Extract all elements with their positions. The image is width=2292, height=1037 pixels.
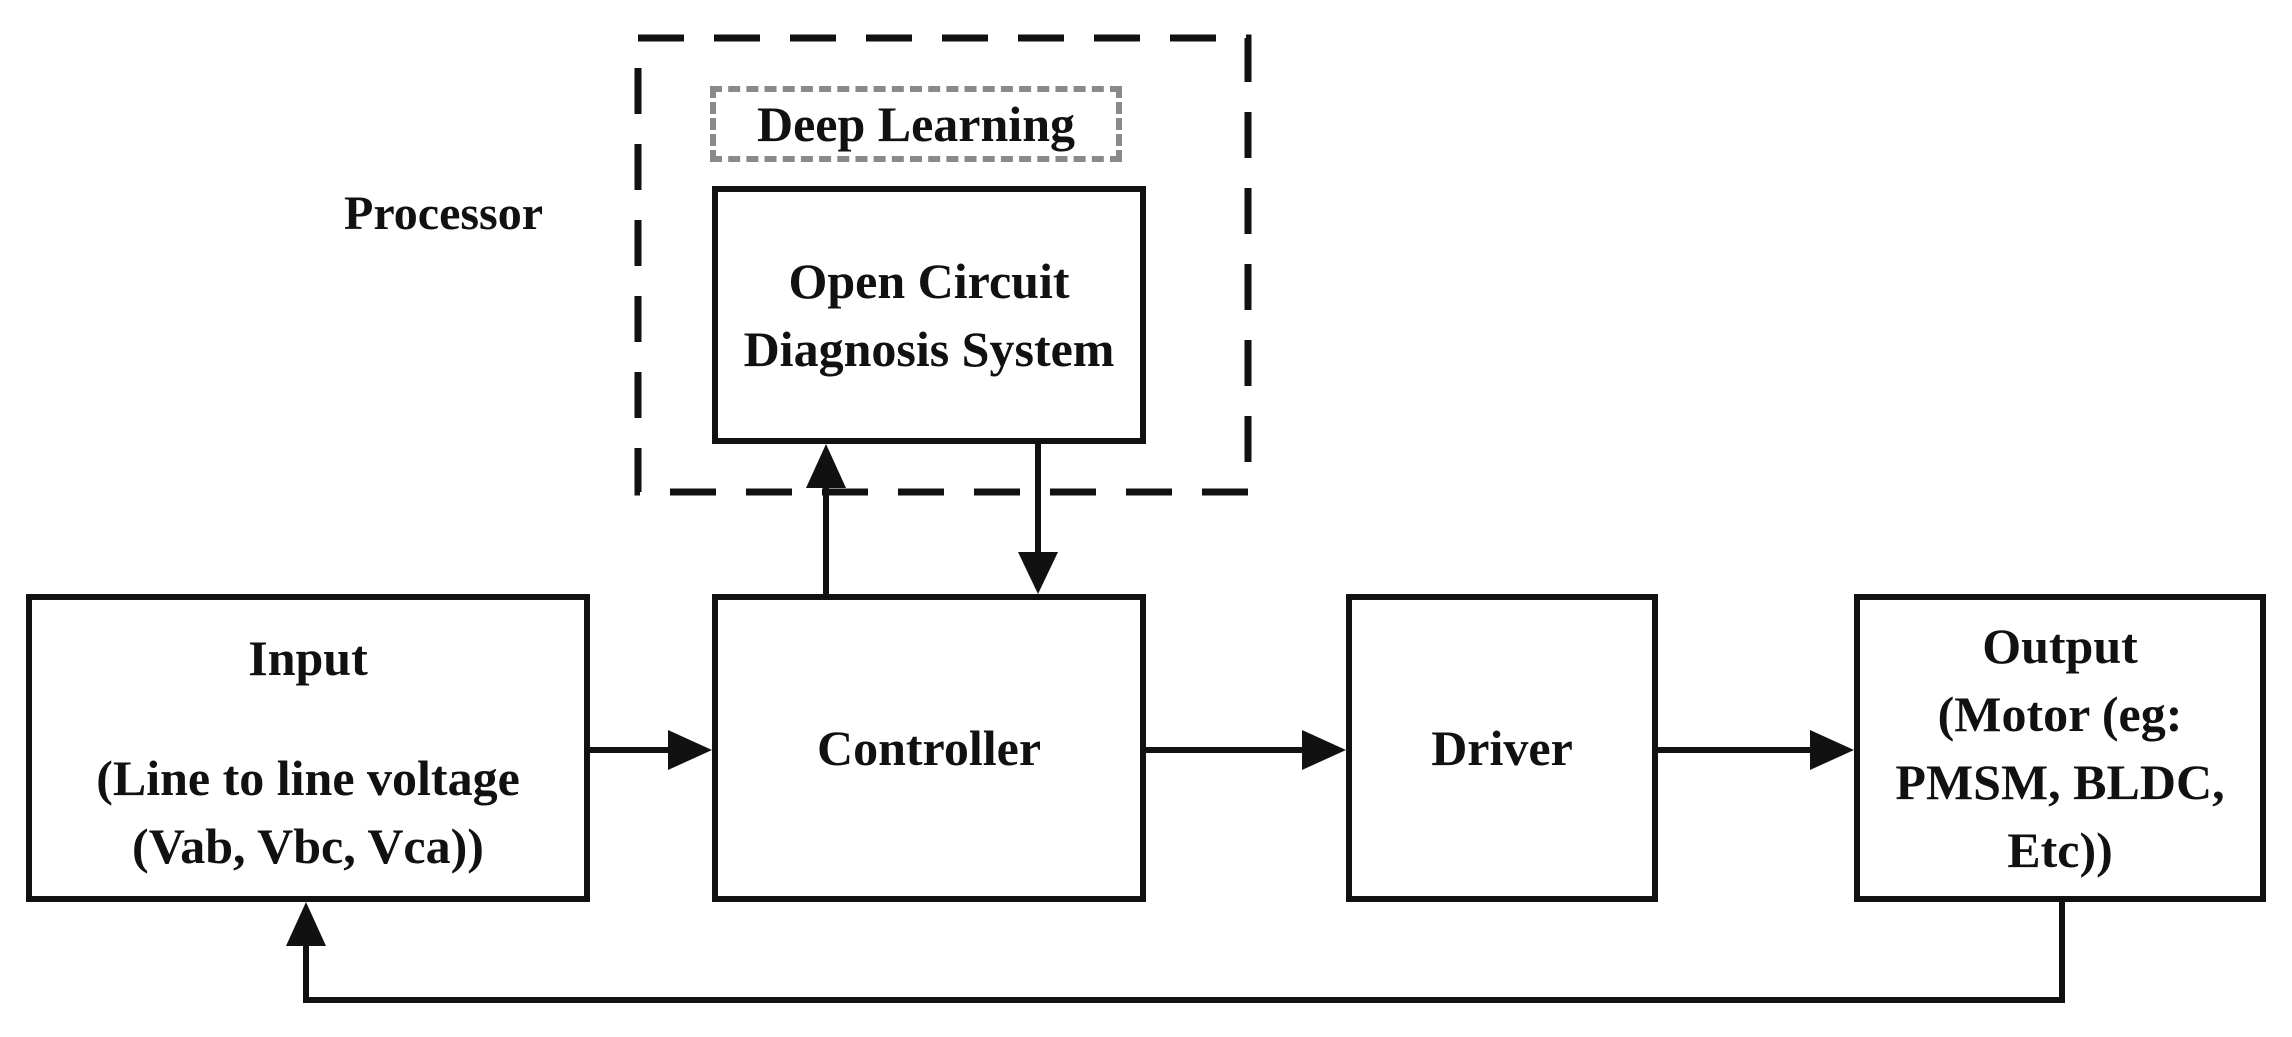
arrowhead-input-feedback (286, 902, 326, 946)
driver-label: Driver (1431, 720, 1573, 776)
driver-block: Driver (1346, 594, 1658, 902)
processor-boundary (634, 34, 1252, 496)
output-block: Output (Motor (eg: PMSM, BLDC, Etc)) (1854, 594, 2266, 902)
diagnosis-line1: Open Circuit (788, 253, 1070, 309)
input-line1: (Line to line voltage (96, 750, 520, 806)
output-line3: PMSM, BLDC, (1895, 754, 2225, 810)
output-line4: Etc)) (2007, 822, 2113, 878)
processor-label: Processor (344, 187, 544, 240)
feedback-loop-line (303, 902, 2065, 1003)
diagnosis-system-block: Open Circuit Diagnosis System (712, 186, 1146, 444)
arrowhead-down-controller (1018, 552, 1058, 594)
output-line2: (Motor (eg: (1937, 686, 2183, 742)
arrowhead-controller (668, 730, 712, 770)
deep-learning-label: Deep Learning (710, 86, 1122, 162)
controller-label: Controller (816, 720, 1042, 776)
input-block: Input (Line to line voltage (Vab, Vbc, V… (26, 594, 590, 902)
arrowhead-output (1810, 730, 1854, 770)
controller-block: Controller (712, 594, 1146, 902)
arrowhead-driver (1302, 730, 1346, 770)
input-line2: (Vab, Vbc, Vca)) (132, 818, 484, 874)
arrowhead-up-diagnosis (806, 444, 846, 488)
input-title: Input (248, 630, 368, 686)
deep-learning-text: Deep Learning (756, 96, 1076, 152)
output-line1: Output (1982, 618, 2138, 674)
diagnosis-line2: Diagnosis System (743, 321, 1115, 377)
